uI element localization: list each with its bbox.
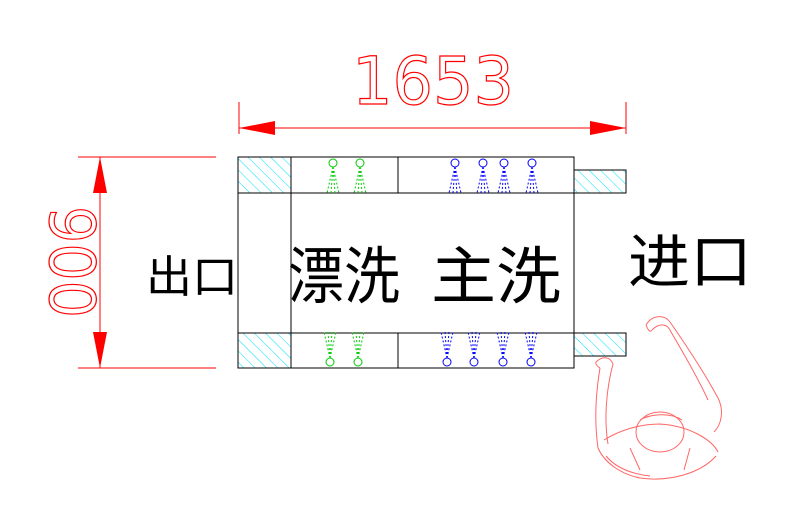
width-arrow-left xyxy=(239,121,275,135)
height-dimension-label: 900 xyxy=(35,206,108,318)
nozzle-groups xyxy=(323,158,539,367)
height-dimension xyxy=(78,156,216,369)
wash-nozzle-top-icon xyxy=(497,158,511,194)
exit-label: 出口 xyxy=(146,252,238,303)
rinse-label: 漂洗 xyxy=(288,240,400,313)
rinse-nozzle-top-icon xyxy=(353,158,367,194)
hatch-block-entrance-bottom xyxy=(573,332,627,357)
width-arrow-right xyxy=(590,121,626,135)
hatch-block-exit-top xyxy=(237,156,292,194)
width-dimension-label: 1653 xyxy=(352,43,514,120)
width-dimension xyxy=(238,102,627,135)
wash-nozzle-bottom-icon xyxy=(440,331,454,367)
main-wash-label: 主洗 xyxy=(431,240,561,313)
height-arrow-bottom xyxy=(93,332,107,368)
wash-nozzle-top-icon xyxy=(476,158,490,194)
wash-nozzle-bottom-icon xyxy=(524,331,538,367)
hatched-blocks xyxy=(237,156,627,369)
hatch-block-exit-bottom xyxy=(237,332,292,369)
rinse-nozzle-bottom-icon xyxy=(323,331,337,367)
wash-nozzle-bottom-icon xyxy=(496,331,510,367)
height-arrow-top xyxy=(93,157,107,193)
wash-nozzle-top-icon xyxy=(448,158,462,194)
hatch-block-entrance-top xyxy=(573,169,627,194)
rinse-nozzle-top-icon xyxy=(326,158,340,194)
wash-nozzle-top-icon xyxy=(525,158,539,194)
operator-figure-icon xyxy=(595,316,722,480)
wash-nozzle-bottom-icon xyxy=(467,331,481,367)
entrance-label: 进口 xyxy=(628,228,752,296)
rinse-nozzle-bottom-icon xyxy=(351,331,365,367)
